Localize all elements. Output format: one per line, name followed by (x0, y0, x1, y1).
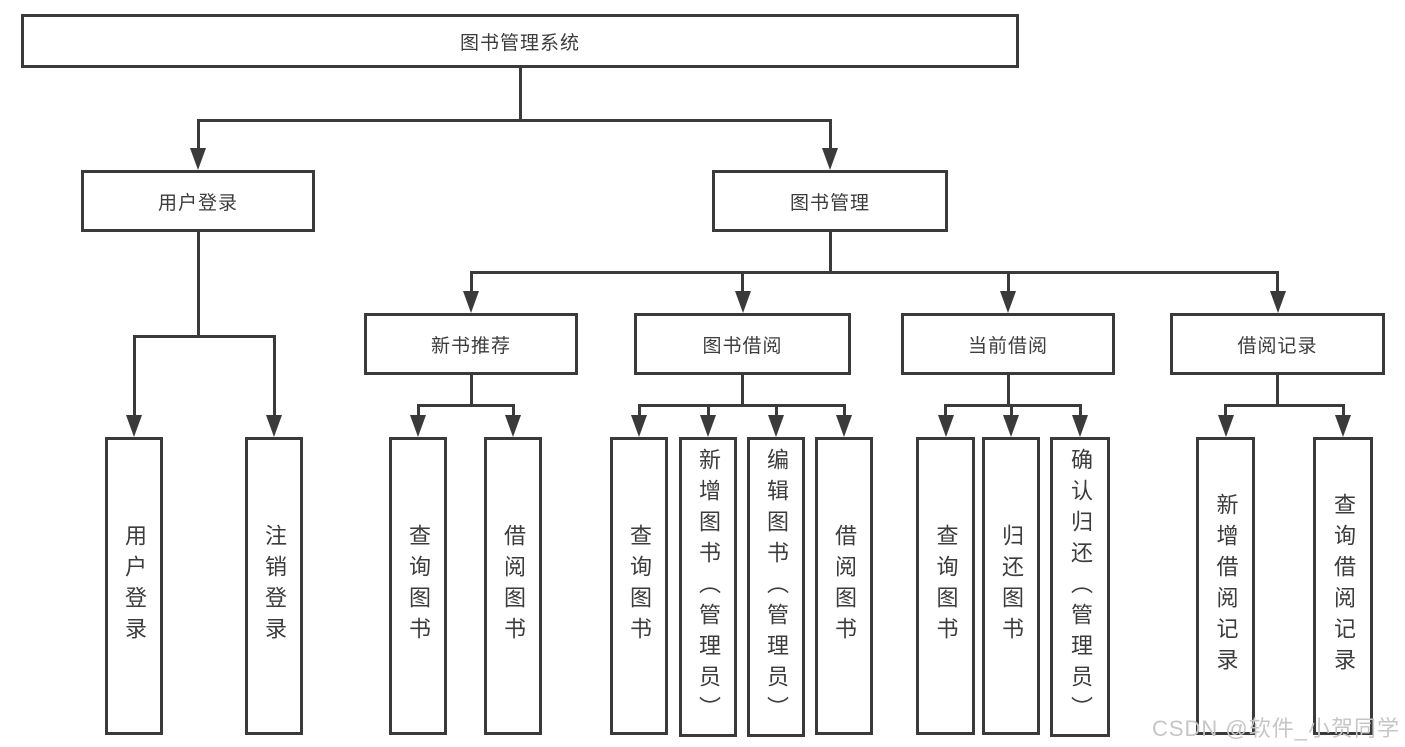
node-label: 借阅记录 (1237, 335, 1318, 357)
connector-stem (828, 232, 832, 274)
connector-stem (741, 375, 744, 407)
connector-stem (1006, 375, 1010, 407)
node-label: 归还图书 (999, 524, 1024, 648)
node-leaf-confirm-return: 确认归还（管理员） (1050, 437, 1110, 737)
node-label: 用户登录 (157, 192, 238, 214)
arrowhead-down-icon (463, 291, 479, 313)
arrowhead-down-icon (1003, 415, 1019, 437)
arrowhead-down-icon (1269, 291, 1286, 313)
arrowhead-down-icon (1217, 415, 1234, 437)
node-label: 确认归还（管理员） (1068, 447, 1093, 727)
node-label: 用户登录 (122, 524, 147, 648)
node-label: 图书借阅 (702, 335, 783, 357)
connector-bus (196, 118, 832, 122)
node-label: 注销登录 (262, 524, 287, 648)
connector-drop (272, 336, 276, 419)
node-leaf-add-record: 新增借阅记录 (1196, 437, 1255, 735)
connector-stem (196, 232, 200, 338)
arrowhead-down-icon (266, 415, 282, 437)
node-new-books: 新书推荐 (364, 313, 578, 375)
connector-stem (1276, 375, 1279, 407)
connector-bus (637, 403, 846, 407)
connector-drop (416, 405, 420, 419)
arrowhead-down-icon (190, 148, 206, 170)
node-user-login: 用户登录 (81, 170, 315, 232)
node-label: 查询图书 (933, 524, 959, 648)
arrowhead-down-icon (700, 415, 716, 437)
connector-drop (1224, 405, 1227, 419)
watermark: CSDN @软件_小贺同学 (1151, 716, 1400, 741)
connector-bus (132, 334, 276, 338)
node-label: 图书管理系统 (459, 32, 580, 54)
node-label: 查询图书 (627, 524, 652, 648)
connector-bus (1224, 403, 1345, 407)
node-leaf-borrow-books-1: 借阅图书 (484, 437, 542, 735)
connector-bus (944, 403, 1082, 407)
arrowhead-down-icon (631, 415, 647, 437)
node-leaf-user-login: 用户登录 (105, 437, 163, 735)
arrowhead-down-icon (1072, 415, 1088, 437)
connector-drop (1341, 405, 1345, 419)
node-leaf-query-books-2: 查询图书 (610, 437, 668, 735)
arrowhead-down-icon (1000, 291, 1016, 313)
node-leaf-return-books: 归还图书 (982, 437, 1040, 735)
arrowhead-down-icon (505, 415, 521, 437)
connector-drop (637, 405, 641, 419)
node-book-borrowing: 图书借阅 (634, 313, 851, 375)
node-label: 查询借阅记录 (1331, 493, 1356, 679)
connector-drop (706, 405, 710, 419)
node-leaf-query-record: 查询借阅记录 (1313, 437, 1373, 735)
connector-drop (511, 405, 515, 419)
arrowhead-down-icon (822, 148, 838, 170)
node-label: 编辑图书（管理员） (764, 447, 789, 727)
arrowhead-down-icon (937, 415, 954, 437)
arrowhead-down-icon (836, 415, 852, 437)
node-label: 图书管理 (789, 192, 870, 214)
node-leaf-edit-book-admin: 编辑图书（管理员） (747, 437, 805, 737)
arrowhead-down-icon (1335, 415, 1351, 437)
connector-drop (828, 120, 832, 152)
node-label: 新增图书（管理员） (696, 447, 721, 727)
node-label: 借阅图书 (501, 524, 526, 648)
node-label: 新书推荐 (430, 335, 511, 357)
node-label: 新增借阅记录 (1213, 493, 1239, 679)
connector-drop (944, 405, 947, 419)
node-book-mgmt: 图书管理 (712, 170, 948, 232)
arrowhead-down-icon (768, 415, 784, 437)
node-current-borrowing: 当前借阅 (901, 313, 1115, 375)
connector-bus (416, 403, 515, 407)
arrowhead-down-icon (734, 291, 751, 313)
connector-stem (469, 375, 473, 407)
node-leaf-borrow-books-2: 借阅图书 (815, 437, 873, 735)
arrowhead-down-icon (126, 415, 142, 437)
node-leaf-add-book-admin: 新增图书（管理员） (679, 437, 737, 737)
connector-drop (842, 405, 846, 419)
node-borrow-records: 借阅记录 (1170, 313, 1385, 375)
connector-stem (518, 68, 522, 122)
connector-bus (469, 270, 1279, 274)
connector-drop (741, 272, 744, 295)
node-root: 图书管理系统 (21, 14, 1019, 68)
node-leaf-query-books-3: 查询图书 (916, 437, 975, 735)
node-leaf-query-books-1: 查询图书 (389, 437, 447, 735)
node-label: 当前借阅 (967, 335, 1048, 357)
connector-drop (196, 120, 200, 152)
node-label: 借阅图书 (832, 524, 857, 648)
connector-drop (1009, 405, 1013, 419)
connector-drop (774, 405, 778, 419)
node-label: 查询图书 (406, 524, 431, 648)
connector-drop (1006, 272, 1010, 295)
connector-drop (1276, 272, 1279, 295)
connector-drop (1078, 405, 1082, 419)
arrowhead-down-icon (410, 415, 426, 437)
connector-drop (469, 272, 473, 295)
connector-drop (132, 336, 136, 419)
node-leaf-logout: 注销登录 (245, 437, 303, 735)
